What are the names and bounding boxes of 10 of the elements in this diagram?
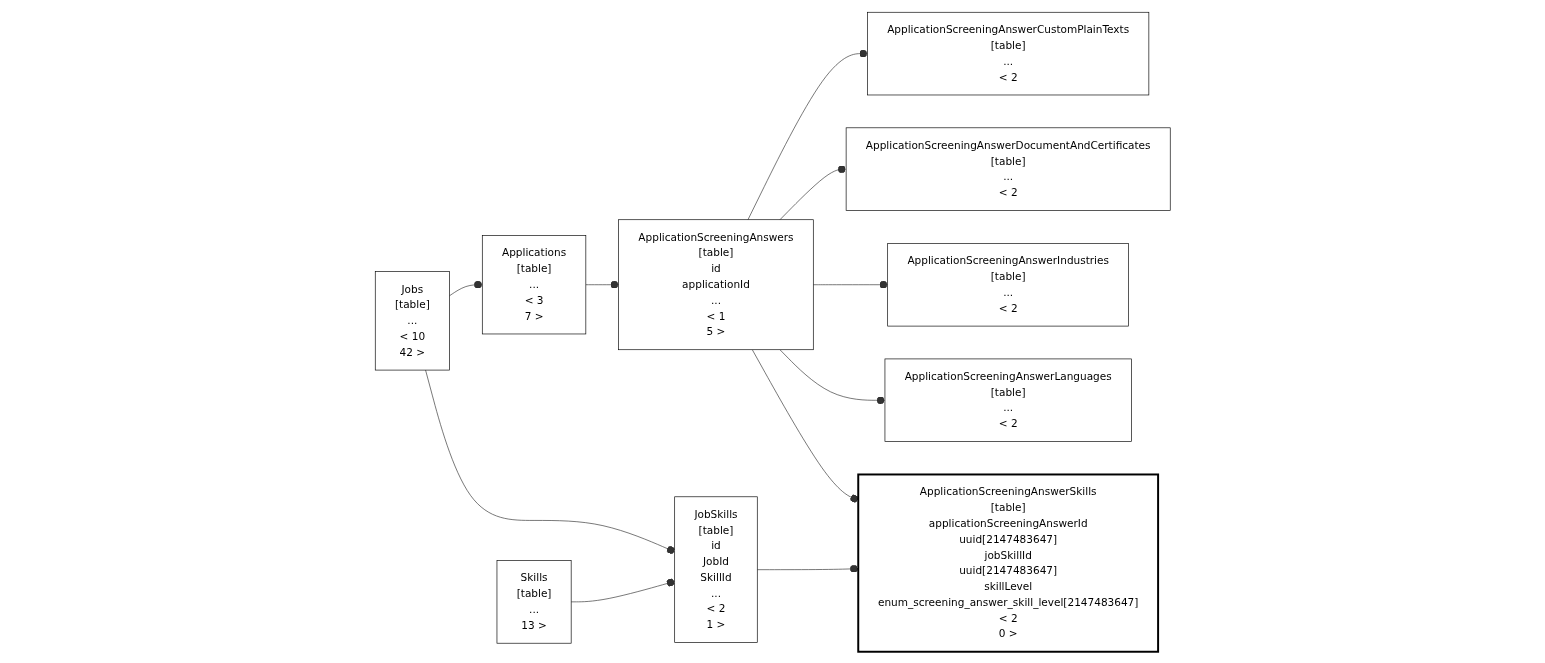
node-box: ApplicationScreeningAnswerDocumentAndCertificates [table] ... < 2 (845, 127, 1171, 211)
node-box: Skills [table] ... 13 > (496, 559, 572, 644)
node-box: ApplicationScreeningAnswerCustomPlainTexts [table] ... < 2 (866, 11, 1149, 95)
node-box: Applications [table] ... < 3 7 > (481, 234, 586, 334)
node-box: JobSkills [table] id JobId SkillId ... < 2 1 > (674, 495, 758, 643)
node-box: ApplicationScreeningAnswers [table] id applicationId ... < 1 5 > (618, 218, 814, 350)
node-box: ApplicationScreeningAnswerIndustries [table] ... < 2 (887, 242, 1129, 326)
node-box: Jobs [table] ... < 10 42 > (374, 270, 450, 370)
node-box: ApplicationScreeningAnswerLanguages [table] ... < 2 (884, 358, 1132, 442)
node-box: ApplicationScreeningAnswerSkills [table] applicationScreeningAnswerId uuid[2147483647] jobSkillId uuid[2147483647] skillLevel enum_screening_answer_skill_level[2147483647] < 2 0 > (857, 473, 1159, 653)
